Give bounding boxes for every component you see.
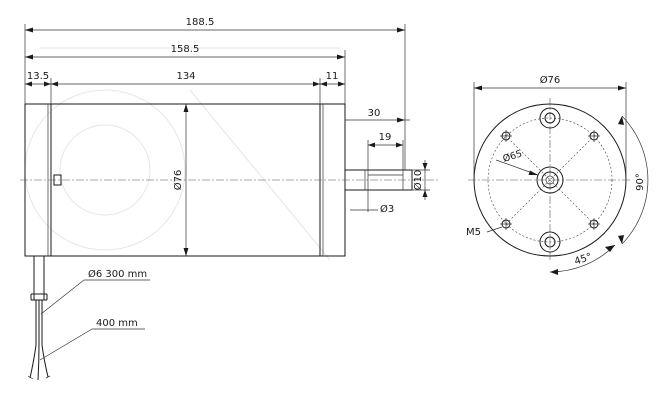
dim-shaft-total: 30: [345, 108, 410, 123]
dim-angle-90: 90°: [618, 115, 649, 245]
dim-flange-diameter: Ø76: [473, 74, 627, 180]
dim-body-length: 158.5: [25, 44, 346, 104]
mounting-hole-bottom: [539, 231, 561, 253]
shaft-flat-label: 19: [379, 132, 392, 143]
overall-length-label: 188.5: [186, 17, 215, 28]
front-flange-label: 11: [326, 71, 339, 82]
shaft: [345, 169, 413, 191]
dim-angle-45: 45°: [549, 244, 616, 275]
threaded-holes: [500, 130, 600, 230]
hub-outer: [536, 166, 564, 194]
cable-spec-label: Ø6 300 mm: [88, 268, 147, 280]
rear-cap-label: 13.5: [27, 71, 49, 82]
bolt-circle: [487, 117, 613, 243]
dim-flat-depth: Ø3: [350, 190, 394, 215]
leader-thread: M5: [466, 226, 503, 238]
side-view: 188.5 158.5 13.5 134 11: [20, 17, 440, 381]
dim-shaft-flat: 19: [367, 132, 404, 170]
dim-body-diameter: Ø76: [172, 104, 189, 256]
leader-cable-spec: Ø6 300 mm: [40, 268, 150, 315]
cable-assembly: [27, 256, 51, 381]
thread-label: M5: [466, 227, 481, 238]
leader-wire-length: 400 mm: [39, 318, 145, 361]
mounting-hole-top: [539, 107, 561, 129]
body-length-label: 158.5: [171, 44, 200, 55]
wire-length-label: 400 mm: [96, 318, 138, 329]
ghost-artifacts: [24, 47, 340, 261]
shaft-total-label: 30: [368, 108, 381, 119]
angle-top-label: 90°: [635, 173, 646, 191]
flange-diameter-label: Ø76: [540, 74, 561, 86]
body-diameter-label: Ø76: [172, 170, 184, 191]
hub-inner: [541, 171, 559, 189]
shaft-diameter-label: Ø10: [412, 170, 424, 191]
bolt-circle-label: Ø65: [502, 148, 524, 165]
angle-bottom-label: 45°: [573, 252, 593, 268]
flat-depth-label: Ø3: [380, 203, 394, 215]
main-body-label: 134: [176, 71, 195, 82]
dim-overall-length: 188.5: [24, 17, 406, 170]
dim-shaft-diameter: Ø10: [412, 160, 430, 200]
dim-section-row: 13.5 134 11: [25, 71, 345, 104]
front-view: Ø76 Ø65 M5 90° 45°: [466, 74, 649, 275]
